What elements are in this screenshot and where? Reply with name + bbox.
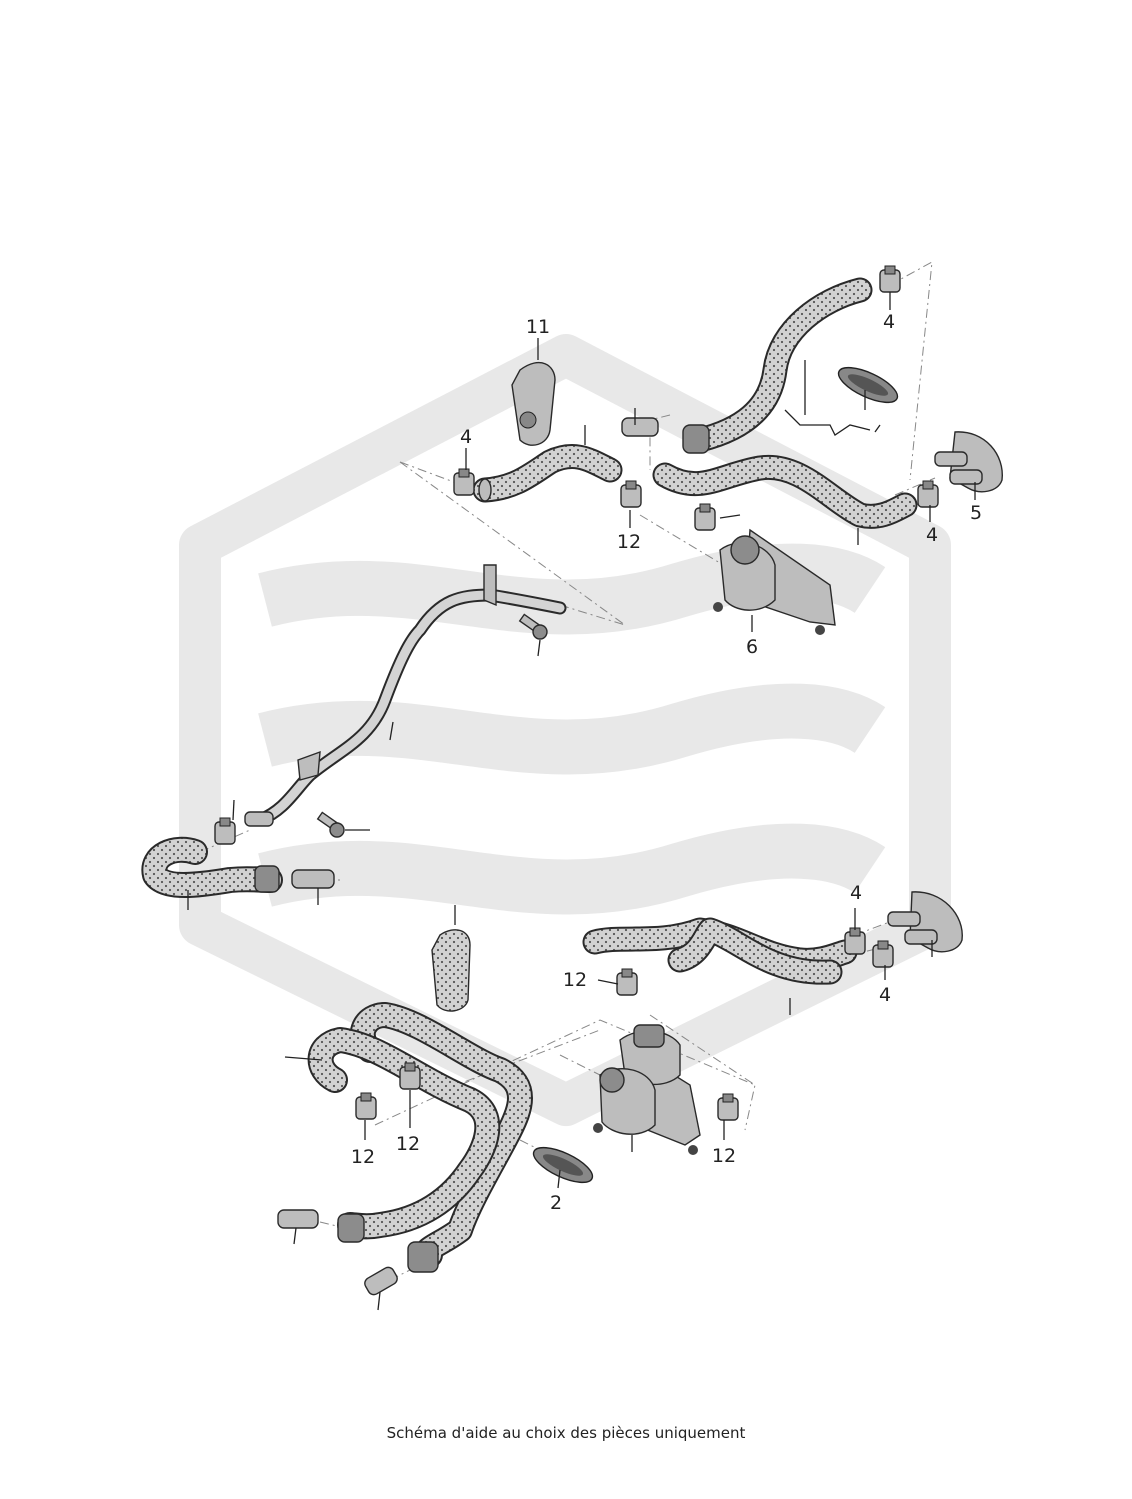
upper-hose-left bbox=[472, 444, 623, 503]
callout-12-lower-right-hose: 12 bbox=[563, 969, 587, 991]
lower-right-hose bbox=[582, 917, 858, 985]
cover-plate-lower bbox=[431, 929, 471, 1012]
callout-4-upper-left: 4 bbox=[460, 426, 472, 448]
callout-4-lower: 4 bbox=[879, 984, 891, 1006]
callout-4-lower-upper: 4 bbox=[850, 882, 862, 904]
left-hose bbox=[141, 836, 335, 898]
coolant-pump-upper bbox=[713, 528, 836, 635]
flange-upper bbox=[934, 431, 1003, 493]
callout-11: 11 bbox=[526, 316, 550, 338]
seal-lower bbox=[532, 1146, 594, 1184]
caption: Schéma d'aide au choix des pièces unique… bbox=[386, 1424, 746, 1442]
upper-hose-long bbox=[652, 454, 918, 529]
metal-pipe bbox=[253, 564, 567, 827]
callout-12-upper: 12 bbox=[617, 531, 641, 553]
watermark-logo bbox=[179, 334, 951, 1126]
flange-lower bbox=[887, 891, 963, 953]
callout-2: 2 bbox=[550, 1192, 562, 1214]
bolts bbox=[316, 613, 548, 838]
callout-6: 6 bbox=[746, 636, 758, 658]
upper-hose-top-right bbox=[682, 277, 873, 454]
callout-4-right: 4 bbox=[926, 524, 938, 546]
callout-numbers: 11 4 4 12 5 4 6 4 12 4 12 12 12 2 bbox=[351, 311, 982, 1214]
lower-left-hoses bbox=[277, 1002, 533, 1296]
cover-plate-upper bbox=[511, 361, 556, 446]
callout-12-left-a: 12 bbox=[351, 1146, 375, 1168]
callout-5: 5 bbox=[970, 502, 982, 524]
callout-12-left-b: 12 bbox=[396, 1133, 420, 1155]
valve-assembly-lower bbox=[593, 1024, 701, 1155]
leader-lines bbox=[187, 292, 976, 1311]
callout-12-valve: 12 bbox=[712, 1145, 736, 1167]
hose-clamps bbox=[214, 265, 939, 1121]
callout-4-top-right: 4 bbox=[883, 311, 895, 333]
seal-upper bbox=[837, 366, 899, 404]
